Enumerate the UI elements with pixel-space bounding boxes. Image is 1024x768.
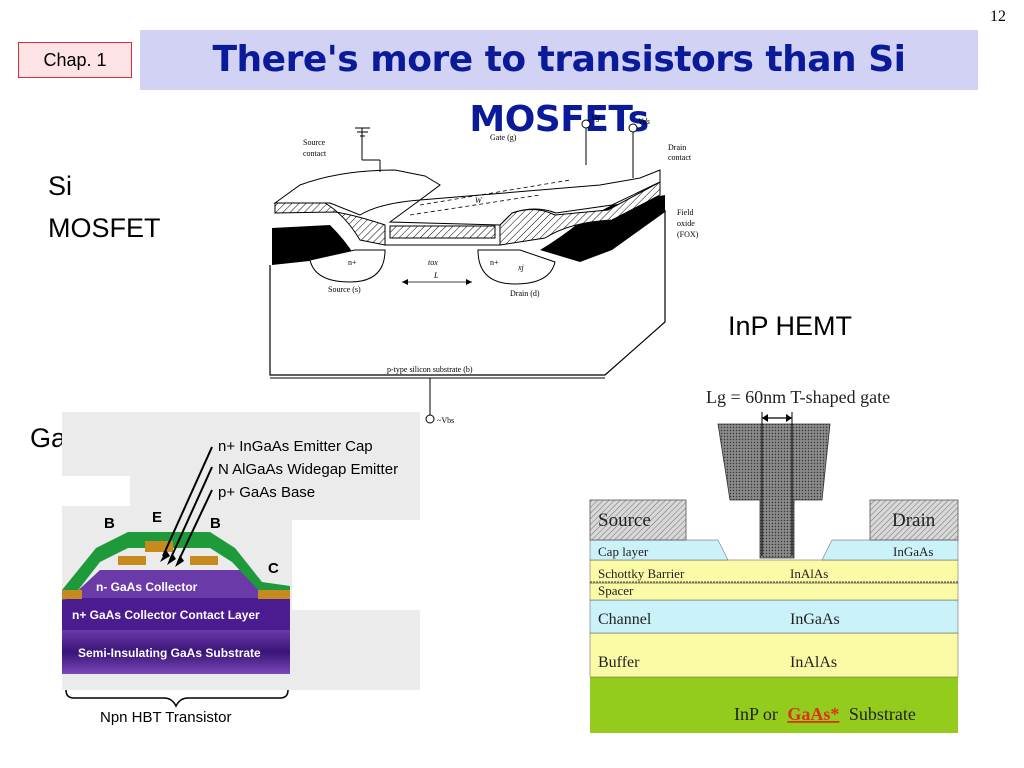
hbt-collector-contact-layer — [62, 598, 290, 630]
hbt-diagram: n+ InGaAs Emitter Cap N AlGaAs Widegap E… — [62, 412, 420, 740]
mosfet-field-oxide-right — [540, 195, 665, 262]
hbt-caption: Npn HBT Transistor — [100, 709, 231, 726]
hemt-cap-material-label: InGaAs — [893, 544, 933, 559]
hbt-green-layer — [62, 532, 290, 600]
svg-text:InP or GaAs* S: InP or GaAs* Substrate — [734, 704, 916, 724]
mosfet-vg-label: Vg — [591, 113, 600, 122]
hbt-b-left-label: B — [104, 515, 115, 532]
chapter-badge: Chap. 1 — [18, 42, 132, 78]
hbt-base-contact-right — [190, 556, 218, 565]
mosfet-drain-contact-label-1: Drain — [668, 143, 686, 152]
hemt-schottky-material-label: InAlAs — [790, 566, 828, 581]
hemt-source-label: Source — [598, 510, 651, 531]
si-mosfet-label-line2: MOSFET — [48, 213, 161, 243]
mosfet-gate-label: Gate (g) — [490, 133, 517, 142]
mosfet-source-label: Source (s) — [328, 285, 361, 294]
mosfet-xj-label: xj — [517, 263, 525, 272]
title-bar: There's more to transistors than Si MOSF… — [140, 30, 978, 140]
mosfet-drain-label: Drain (d) — [510, 289, 540, 298]
hemt-buffer-layer — [589, 632, 959, 678]
hbt-widegap-emitter-label: N AlGaAs Widegap Emitter — [218, 461, 398, 478]
hbt-base-label: p+ GaAs Base — [218, 484, 315, 501]
mosfet-length-label: L — [433, 271, 439, 280]
hemt-substrate-prefix: InP or — [734, 704, 778, 724]
hbt-collector-contact-label: n+ GaAs Collector Contact Layer — [72, 608, 260, 622]
hemt-schottky-layer — [589, 559, 959, 584]
hemt-cap-layer-label: Cap layer — [598, 544, 649, 559]
mosfet-nplus-drain-label: n+ — [490, 258, 499, 267]
mosfet-gate-top — [388, 169, 661, 226]
slide-title: There's more to transistors than Si MOSF… — [212, 39, 906, 140]
hemt-drain-contact — [869, 499, 959, 541]
hemt-spacer-label: Spacer — [598, 583, 634, 598]
inp-hemt-label: InP HEMT — [728, 311, 853, 341]
hbt-collector-label: n- GaAs Collector — [96, 580, 198, 594]
mosfet-drain-contact-label-2: contact — [668, 153, 692, 162]
hbt-collector-mesa — [70, 570, 268, 598]
hbt-e-label: E — [152, 509, 162, 526]
hbt-substrate-label: Semi-Insulating GaAs Substrate — [78, 646, 261, 660]
mosfet-gate-electrode — [389, 225, 496, 239]
mosfet-fox-label-2: oxide — [677, 219, 695, 228]
hbt-c-label: C — [268, 560, 279, 577]
hemt-channel-material-label: InGaAs — [790, 611, 840, 628]
hemt-channel-layer — [589, 599, 959, 634]
mosfet-vbs-label: ~Vbs — [437, 416, 454, 425]
mosfet-fox-label-1: Field — [677, 208, 693, 217]
hemt-buffer-material-label: InAlAs — [790, 654, 837, 671]
hbt-base-contact-left — [118, 556, 146, 565]
mosfet-diagram: Source contact Gate (g) Vg Vds Drain con… — [269, 113, 699, 425]
hemt-substrate-highlight: GaAs* — [787, 704, 839, 724]
hbt-emitter-cap-label: n+ InGaAs Emitter Cap — [218, 438, 373, 455]
mosfet-drain-well — [477, 249, 556, 285]
mosfet-width-label: W — [475, 196, 483, 205]
hemt-spacer-layer — [589, 582, 959, 601]
hemt-t-gate — [717, 423, 831, 559]
hemt-substrate-layer — [590, 677, 958, 733]
hemt-schottky-label: Schottky Barrier — [598, 566, 685, 581]
hbt-emitter-contact — [145, 541, 173, 552]
mosfet-tox-label: tox — [428, 258, 438, 267]
mosfet-nplus-source-label: n+ — [348, 258, 357, 267]
mosfet-substrate-label: p-type silicon substrate (b) — [387, 365, 473, 374]
hbt-substrate-layer — [62, 630, 290, 674]
mosfet-oxide-left — [274, 202, 386, 246]
si-mosfet-label-line1: Si — [48, 171, 73, 201]
hbt-collector-contact — [258, 590, 290, 599]
hemt-buffer-label: Buffer — [598, 654, 640, 671]
mosfet-source-contact-label-1: Source — [303, 138, 326, 147]
hemt-channel-label: Channel — [598, 611, 652, 628]
mosfet-vds-label: Vds — [638, 117, 650, 126]
mosfet-top-surface — [273, 169, 441, 216]
hbt-b-right-label: B — [210, 515, 221, 532]
mosfet-source-well — [309, 249, 386, 283]
hemt-diagram: Lg = 60nm T-shaped gate Source Drain Cap… — [589, 387, 959, 733]
hemt-gate-caption: Lg = 60nm T-shaped gate — [706, 387, 890, 407]
hemt-drain-label: Drain — [892, 510, 936, 531]
mosfet-source-contact-label-2: contact — [303, 149, 327, 158]
mosfet-fox-label-3: (FOX) — [677, 230, 699, 239]
hemt-source-contact — [589, 499, 687, 541]
hemt-cap-layer-right — [821, 539, 959, 561]
hemt-substrate-suffix: Substrate — [849, 704, 916, 724]
page-number: 12 — [990, 8, 1006, 25]
